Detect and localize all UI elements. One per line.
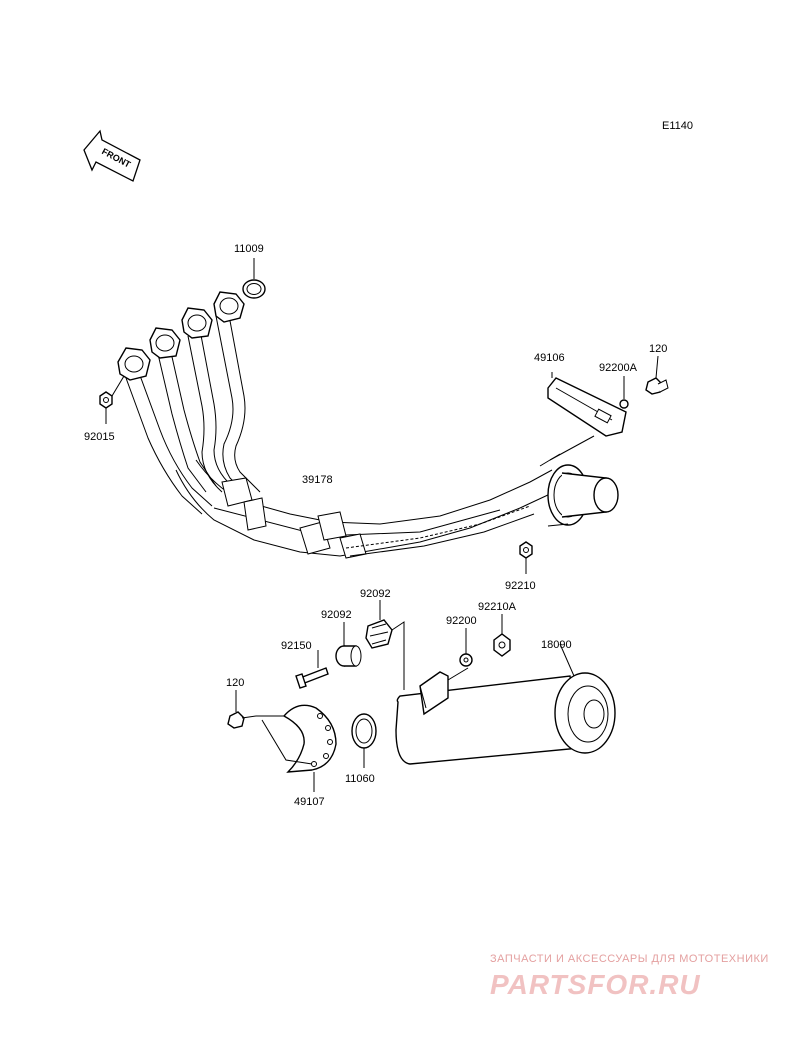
part-label-92092-lower: 92092 [321,609,352,621]
part-label-39178: 39178 [302,474,333,486]
muffler-18090 [395,643,616,765]
part-label-92210A: 92210A [478,601,517,613]
part-label-11009: 11009 [234,243,264,255]
part-label-120-bottom: 120 [226,677,244,689]
part-label-92150: 92150 [281,640,312,652]
exhaust-flange-1 [117,347,151,381]
front-arrow-icon: FRONT [83,129,141,182]
nut-92210 [519,541,533,574]
exhaust-flange-3 [181,307,213,339]
part-label-18090: 18090 [541,639,572,651]
part-label-92200: 92200 [446,615,477,627]
part-label-92015: 92015 [84,431,115,443]
part-label-92200A: 92200A [599,362,638,374]
cover-49107 [261,704,337,792]
watermark-tagline: ЗАПЧАСТИ И АКСЕССУАРЫ ДЛЯ МОТОТЕХНИКИ [490,953,769,965]
watermark-logo: ЗАПЧАСТИ И АКСЕССУАРЫ ДЛЯ МОТОТЕХНИКИ PA… [490,953,769,1000]
diagram-code: E1140 [662,120,693,132]
watermark-brand: PARTSFOR.RU [490,969,701,1000]
gasket-11060 [351,713,377,768]
part-label-49107: 49107 [294,796,325,808]
nut-92015 [99,375,125,424]
washer-92200A [619,376,629,409]
exhaust-flange-2 [149,327,181,359]
washer-92200 [459,628,473,667]
exhaust-flange-4 [213,291,245,323]
bolt-120-top [645,355,669,395]
exhaust-header-pipe [125,309,619,559]
part-label-11060: 11060 [345,773,375,785]
gasket-11009 [242,258,266,299]
bolt-120-bottom [227,690,286,729]
bracket-49106 [547,372,627,461]
part-label-120-top: 120 [649,343,667,355]
part-label-49106: 49106 [534,352,565,364]
grommet-92092-upper [365,600,393,649]
part-label-92092-upper: 92092 [360,588,391,600]
collar-92092-lower [335,622,362,667]
nut-92210A [493,614,511,657]
bolt-92150 [295,650,329,689]
part-label-92210: 92210 [505,580,536,592]
